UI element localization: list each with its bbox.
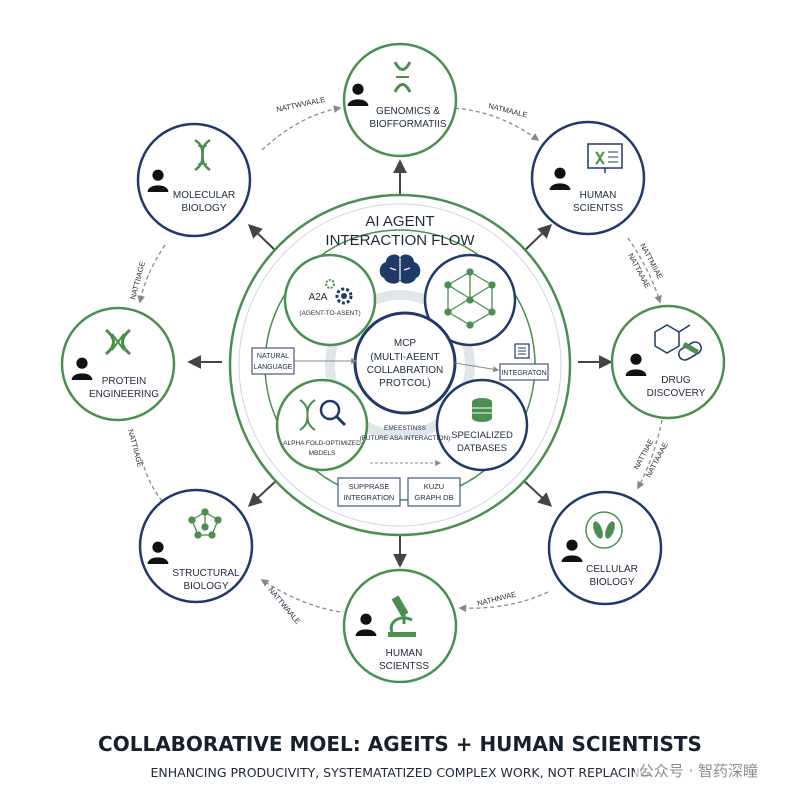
arc-label-bottom-right: NATHNVAE (476, 590, 517, 608)
dna-search-icon (299, 399, 347, 431)
central-hub: AI AGENT INTERACTION FLOW A2A (AGENT-TO-… (228, 193, 572, 537)
outer-connectors (137, 105, 663, 613)
protein-line2: ENGINEERING (89, 389, 159, 400)
hub-arrows (187, 159, 613, 568)
protein-icon (105, 328, 131, 356)
mcp-line1: MCP (394, 338, 417, 349)
mcp-line3: COLLABRATION (367, 365, 444, 376)
node-drug: DRUG DISCOVERY (610, 304, 726, 420)
database-icon (514, 343, 530, 359)
node-human-top: HUMAN SCIENTSS (530, 120, 646, 236)
integration-label: INTEGRATON (501, 370, 546, 377)
cellular-line1: CELLULAR (586, 564, 638, 575)
kuzu-line2: GRAPH DB (414, 493, 453, 502)
chromosome-icon (393, 61, 412, 93)
emerging-line1: EMEESTINSS (384, 425, 427, 432)
arc-label-top-right: NATMAALE (488, 101, 529, 119)
human-top-line1: HUMAN (580, 190, 617, 201)
specialized-line2: DATBASES (457, 443, 507, 454)
natural-language-line2: LANGUAGE (254, 364, 293, 371)
node-structural: STRUCTURAL BIOLOGY (138, 488, 254, 604)
supabase-line2: INTEGRATION (344, 493, 395, 502)
cellular-line2: BIOLOGY (589, 577, 634, 588)
footer-title: COLLABORATIVE MOEL: AGEITS + HUMAN SCIEN… (98, 732, 702, 756)
arc-label-bottom-left: NATTWAALE (266, 586, 302, 626)
natural-language-line1: NATURAL (257, 353, 289, 360)
node-human-bottom: HUMAN SCIENTSS (342, 568, 458, 684)
specialized-line1: SPECIALIZED (451, 430, 513, 441)
monitor-icon (587, 143, 623, 173)
footer-subtitle: ENHANCING PRODUCIVITY, SYSTEMATATIZED CO… (150, 765, 650, 780)
a2a-label: A2A (309, 292, 328, 303)
pill-icon (654, 324, 702, 361)
microscope-icon (388, 595, 416, 637)
gear-small-icon (325, 279, 335, 289)
mcp-line4: PROTCOL) (379, 378, 431, 389)
database-stack-icon (472, 398, 492, 422)
supabase-line1: SUPPRASE (349, 482, 390, 491)
structural-line1: STRUCTURAL (172, 568, 240, 579)
gear-icon (335, 287, 353, 305)
cell-icon (585, 511, 623, 549)
hub-title-line1: AI AGENT (365, 213, 434, 230)
human-bottom-line1: HUMAN (386, 648, 423, 659)
hub-title-line2: INTERACTION FLOW (325, 232, 475, 249)
human-bottom-line2: SCIENTSS (379, 661, 429, 672)
network-node-icon (444, 268, 496, 329)
watermark: 公众号 · 智药深瞳 (634, 760, 762, 781)
alpha-line1: ALPHA FOLD-OPTIMIZED (283, 440, 361, 447)
genomics-line1: GENOMICS & (376, 106, 440, 117)
node-protein: PROTEIN ENGINEERING (60, 306, 176, 422)
arc-label-left-lower: NATTIIAGE (126, 428, 145, 468)
human-top-line2: SCIENTSS (573, 203, 623, 214)
dna-icon (194, 138, 211, 172)
brain-icon (379, 254, 421, 284)
node-molecular: MOLECULAR BIOLOGY (136, 122, 252, 238)
molecular-line2: BIOLOGY (181, 203, 226, 214)
alpha-line2: MBDELS (309, 450, 336, 457)
network-icon (188, 508, 222, 539)
genomics-line2: BIOFFORMATIIS (369, 119, 446, 130)
a2a-sub: (AGENT-TO-ASENT) (299, 310, 360, 317)
structural-line2: BIOLOGY (183, 581, 228, 592)
arc-label-top-left: NATTWVAALE (276, 95, 327, 114)
mcp-line2: (MULTI-AEENT (370, 352, 439, 363)
molecular-line1: MOLECULAR (173, 190, 235, 201)
arc-label-left-upper: NATTIIAGE (128, 260, 147, 300)
drug-line2: DISCOVERY (647, 388, 706, 399)
kuzu-line1: KUZU (424, 482, 444, 491)
emerging-line2: (FUTURE ASA INTERACTION) (360, 435, 451, 442)
protein-line1: PROTEIN (102, 376, 146, 387)
node-genomics: GENOMICS & BIOFFORMATIIS (342, 42, 458, 158)
node-cellular: CELLULAR BIOLOGY (547, 490, 663, 606)
drug-line1: DRUG (661, 375, 691, 386)
